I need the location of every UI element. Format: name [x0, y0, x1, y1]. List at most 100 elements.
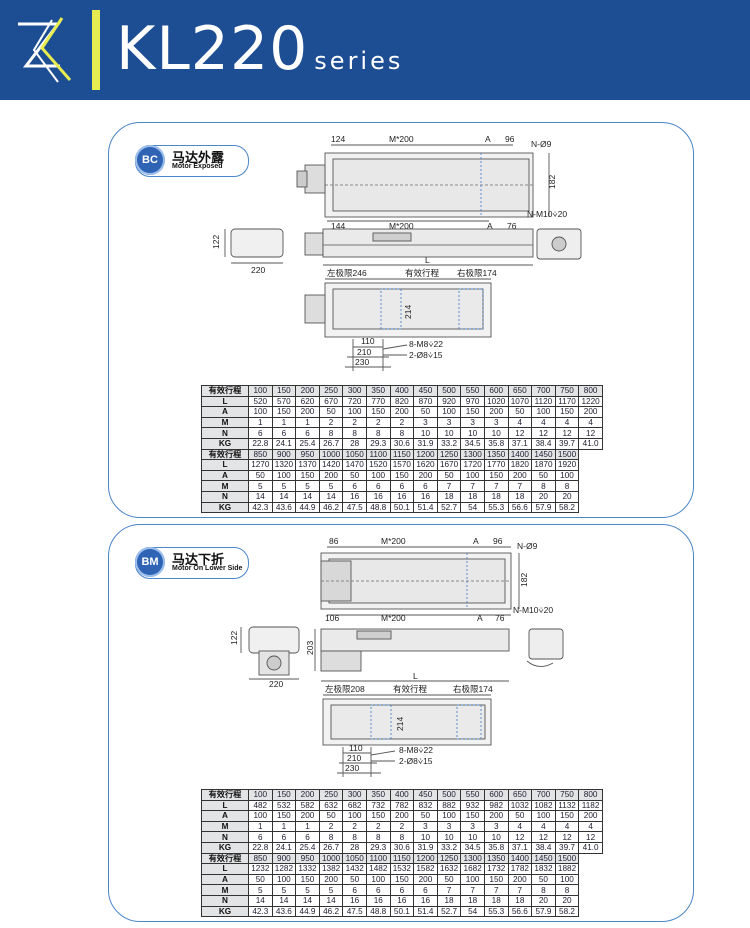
row-label: N — [201, 427, 249, 439]
table-cell: 200 — [389, 406, 415, 418]
table-cell: 39.7 — [554, 841, 580, 854]
table-cell: 2 — [318, 820, 344, 833]
row-label: L — [201, 395, 249, 408]
table-cell: 1300 — [460, 448, 485, 461]
table-cell: 1150 — [389, 448, 415, 461]
table-cell: 1270 — [248, 459, 273, 471]
table-cell: 50 — [436, 873, 462, 886]
table-cell: 7 — [507, 480, 533, 492]
table-cell: 50 — [531, 873, 556, 886]
table-cell: 1350 — [483, 448, 509, 461]
table-cell: 482 — [248, 799, 273, 812]
table-cell: 8 — [531, 480, 556, 492]
table-cell: 950 — [295, 448, 320, 461]
table-cell: 100 — [554, 873, 580, 886]
table-cell: 6 — [295, 427, 320, 439]
table-cell: 200 — [295, 810, 320, 822]
row-label: A — [201, 406, 249, 418]
table-cell: 5 — [318, 884, 344, 896]
table-cell: 4 — [554, 820, 580, 833]
table-cell: 29.3 — [365, 841, 391, 854]
table-cell: 1 — [271, 416, 297, 429]
table-cell: 670 — [318, 395, 344, 408]
table-cell: 550 — [460, 385, 485, 397]
row-label: A — [201, 873, 249, 886]
badge-code: BM — [135, 547, 165, 577]
table-cell: 100 — [248, 385, 273, 397]
table-cell: 10 — [483, 427, 509, 439]
table-cell: 50 — [413, 810, 438, 822]
table-cell: 1200 — [413, 852, 438, 865]
table-cell: 58.2 — [554, 501, 580, 514]
table-cell: 782 — [389, 799, 415, 812]
dim-top-left: 124 — [331, 134, 345, 144]
table-cell: 450 — [413, 789, 438, 801]
table-cell: 450 — [413, 385, 438, 397]
table-cell: 532 — [271, 799, 297, 812]
table-cell: 20 — [531, 490, 556, 503]
dim-length-l: L — [425, 255, 430, 265]
dim-bot-mid: M*200 — [381, 613, 406, 623]
table-cell: 150 — [295, 873, 320, 886]
table-cell: 620 — [295, 395, 320, 408]
table-cell: 1370 — [295, 459, 320, 471]
table-cell: 50 — [318, 406, 344, 418]
table-cell: 1500 — [554, 852, 580, 865]
table-cell: 200 — [483, 810, 509, 822]
dim-length-l: L — [413, 671, 418, 681]
row-label: KG — [201, 905, 249, 918]
table-cell: 100 — [365, 469, 391, 482]
table-cell: 50.1 — [389, 501, 415, 514]
table-cell: 1432 — [342, 863, 367, 875]
table-cell: 55.3 — [483, 905, 509, 918]
table-cell: 150 — [554, 406, 580, 418]
table-cell: 932 — [460, 799, 485, 812]
table-cell: 200 — [295, 406, 320, 418]
table-cell: 41.0 — [578, 437, 603, 450]
table-cell: 5 — [271, 480, 297, 492]
table-cell: 12 — [578, 427, 603, 439]
table-cell: 2 — [389, 416, 415, 429]
table-cell: 150 — [365, 406, 391, 418]
table-cell: 100 — [460, 873, 485, 886]
table-cell: 14 — [318, 490, 344, 503]
table-cell: 33.2 — [436, 841, 462, 854]
table-cell: 16 — [389, 894, 415, 907]
brand-logo-icon — [18, 17, 72, 83]
table-cell: 200 — [578, 406, 603, 418]
side-view — [224, 228, 582, 266]
table-cell: 50.1 — [389, 905, 415, 918]
table-cell: 31.9 — [413, 841, 438, 854]
table-cell: 6 — [295, 831, 320, 843]
table-cell: 10 — [413, 427, 438, 439]
dim-top-n: N-Ø9 — [531, 139, 552, 149]
dim-height-203: 203 — [305, 641, 315, 655]
dim-width-230: 230 — [345, 763, 359, 773]
dim-bot-left: 144 — [331, 221, 345, 231]
table-cell: 900 — [271, 448, 297, 461]
table-cell: 100 — [554, 469, 580, 482]
table-cell: 10 — [483, 831, 509, 843]
table-cell: 26.7 — [318, 437, 344, 450]
table-cell: 150 — [271, 385, 297, 397]
table-cell: 1482 — [365, 863, 391, 875]
table-cell: 1582 — [413, 863, 438, 875]
dim-bot-left: 106 — [325, 613, 339, 623]
table-cell: 1100 — [365, 448, 391, 461]
table-cell: 10 — [436, 831, 462, 843]
empty-cell — [578, 502, 603, 513]
table-cell: 682 — [342, 799, 367, 812]
table-cell: 12 — [531, 831, 556, 843]
table-cell: 14 — [318, 894, 344, 907]
table-cell: 31.9 — [413, 437, 438, 450]
table-cell: 1350 — [483, 852, 509, 865]
badge-code: BC — [135, 145, 165, 175]
table-cell: 48.8 — [365, 501, 391, 514]
dim-top-96: 96 — [505, 134, 515, 144]
